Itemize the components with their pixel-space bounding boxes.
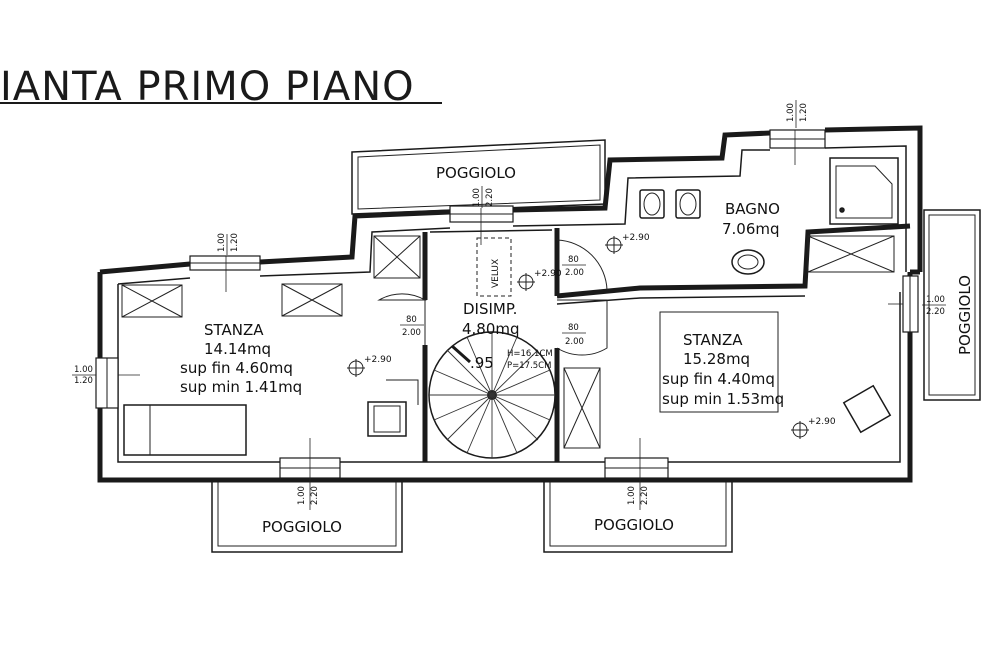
svg-text:1.00: 1.00 bbox=[786, 103, 796, 122]
furniture bbox=[123, 311, 892, 456]
windows bbox=[95, 129, 919, 479]
room-stanza-left-supmin: sup min 1.41mq bbox=[180, 378, 302, 396]
svg-text:1.00: 1.00 bbox=[627, 486, 637, 505]
level-stanza-right: +2.90 bbox=[808, 417, 836, 427]
room-stanza-right-supmin: sup min 1.53mq bbox=[662, 390, 784, 408]
bathroom-fixtures bbox=[639, 157, 899, 275]
svg-text:2.20: 2.20 bbox=[926, 307, 945, 317]
balcony-right-label: POGGIOLO bbox=[956, 275, 974, 355]
balcony-bottom-left-label: POGGIOLO bbox=[262, 518, 342, 536]
room-stanza-left-supfin: sup fin 4.60mq bbox=[180, 359, 293, 377]
balcony-bottom-right-label: POGGIOLO bbox=[594, 516, 674, 534]
svg-text:80: 80 bbox=[568, 323, 579, 333]
spiral-stair: .95 H=16.1CM P=17.5CM bbox=[428, 331, 556, 459]
svg-text:2.20: 2.20 bbox=[310, 486, 320, 505]
room-stanza-left-area: 14.14mq bbox=[204, 340, 271, 358]
svg-text:80: 80 bbox=[568, 255, 579, 265]
svg-text:1.20: 1.20 bbox=[799, 103, 809, 122]
room-disimp-area: 4.80mq bbox=[462, 320, 520, 338]
svg-text:1.20: 1.20 bbox=[230, 233, 240, 252]
svg-text:1.00: 1.00 bbox=[472, 188, 482, 207]
balcony-top-label: POGGIOLO bbox=[436, 164, 516, 182]
level-bagno: +2.90 bbox=[622, 233, 650, 243]
level-markers bbox=[347, 236, 809, 439]
room-stanza-left-name: STANZA bbox=[204, 321, 264, 339]
svg-text:2.00: 2.00 bbox=[565, 268, 584, 278]
stair-label: .95 bbox=[470, 354, 494, 372]
skylights bbox=[121, 235, 895, 449]
door-dims: 80 2.00 80 2.00 80 2.00 bbox=[400, 255, 586, 347]
svg-text:2.00: 2.00 bbox=[402, 328, 421, 338]
room-stanza-right-name: STANZA bbox=[683, 331, 743, 349]
svg-text:1.20: 1.20 bbox=[74, 376, 93, 386]
svg-text:80: 80 bbox=[406, 315, 417, 325]
window-dims: 1.00 1.20 1.00 2.20 1.00 1.20 1.00 2.20 … bbox=[72, 100, 946, 510]
room-stanza-right-area: 15.28mq bbox=[683, 350, 750, 368]
door-swings bbox=[377, 239, 608, 356]
stair-tread: P=17.5CM bbox=[507, 361, 551, 371]
room-bagno-area: 7.06mq bbox=[722, 220, 780, 238]
velux-outline bbox=[476, 237, 512, 297]
svg-text:1.00: 1.00 bbox=[74, 365, 93, 375]
svg-text:2.00: 2.00 bbox=[565, 337, 584, 347]
svg-text:1.00: 1.00 bbox=[217, 233, 227, 252]
stair-rise: H=16.1CM bbox=[507, 349, 553, 359]
balcony-bottom-right bbox=[543, 480, 733, 553]
room-disimp-name: DISIMP. bbox=[463, 300, 517, 318]
level-disimp: +2.90 bbox=[534, 269, 562, 279]
level-stanza-left: +2.90 bbox=[364, 355, 392, 365]
svg-text:1.00: 1.00 bbox=[926, 295, 945, 305]
balcony-bottom-left bbox=[211, 480, 403, 553]
room-bagno-name: BAGNO bbox=[725, 200, 780, 218]
svg-text:1.00: 1.00 bbox=[297, 486, 307, 505]
interior-walls bbox=[422, 223, 911, 462]
velux-label: VELUX bbox=[491, 259, 501, 288]
svg-text:2.20: 2.20 bbox=[485, 188, 495, 207]
room-stanza-right-supfin: sup fin 4.40mq bbox=[662, 370, 775, 388]
svg-text:2.20: 2.20 bbox=[640, 486, 650, 505]
